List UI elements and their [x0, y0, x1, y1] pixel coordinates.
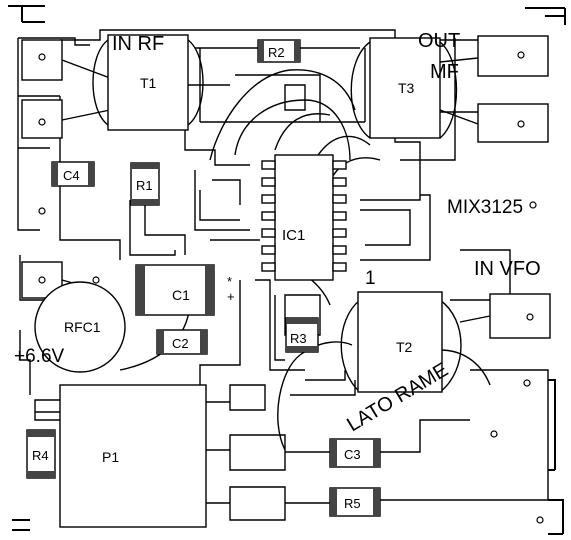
label-out: OUT	[418, 30, 460, 52]
p1-label: P1	[102, 449, 119, 465]
resistor-r1: R1	[130, 162, 160, 206]
resistor-r2: R2	[257, 39, 301, 63]
resistor-r5: R5	[329, 487, 381, 517]
label-mix3125: MIX3125	[447, 197, 523, 218]
pad-out-2	[477, 103, 549, 143]
resistor-r3: R3	[285, 317, 319, 353]
c2-label: C2	[172, 336, 189, 351]
pad-in-vfo	[489, 293, 551, 339]
pad-in-rf-2	[21, 99, 63, 139]
r4-label: R4	[32, 448, 49, 463]
pad-out-1	[477, 35, 549, 77]
transformer-t2: T2	[340, 291, 462, 393]
board-corner-marks	[8, 5, 566, 535]
transformer-t3: T3	[350, 37, 458, 139]
polarity-mark-star: *	[227, 274, 232, 289]
label-pin-1: 1	[365, 268, 376, 289]
label-mf: MF	[430, 61, 459, 83]
polarity-mark-plus: +	[227, 289, 235, 304]
rfc1-label: RFC1	[64, 319, 101, 335]
ic1-pins-left	[261, 160, 276, 272]
c3-label: C3	[344, 447, 361, 462]
capacitor-c1: C1	[135, 264, 215, 316]
t1-label: T1	[140, 75, 157, 91]
resistor-r4: R4	[26, 429, 56, 479]
ic1-pins-right	[332, 160, 347, 272]
transformer-t1: T1	[92, 34, 230, 131]
label-in-vfo: IN VFO	[474, 258, 541, 280]
c1-label: C1	[172, 287, 190, 303]
capacitor-c3: C3	[329, 438, 381, 468]
t2-label: T2	[396, 339, 413, 355]
capacitor-c4: C4	[51, 161, 95, 187]
ic1-chip: IC1	[261, 154, 347, 281]
copper-traces	[17, 29, 549, 521]
label-in-rf: IN RF	[112, 33, 164, 55]
r1-label: R1	[136, 178, 153, 193]
capacitor-c2: C2	[156, 329, 208, 355]
r5-label: R5	[344, 496, 361, 511]
r2-label: R2	[268, 45, 285, 60]
r3-label: R3	[290, 331, 307, 346]
inductor-rfc1: RFC1	[34, 281, 126, 373]
t3-label: T3	[398, 80, 415, 96]
potentiometer-p1: P1	[34, 384, 207, 528]
ic1-label: IC1	[282, 227, 305, 244]
c4-label: C4	[63, 168, 80, 183]
label-supply: +6.6V	[14, 346, 65, 367]
